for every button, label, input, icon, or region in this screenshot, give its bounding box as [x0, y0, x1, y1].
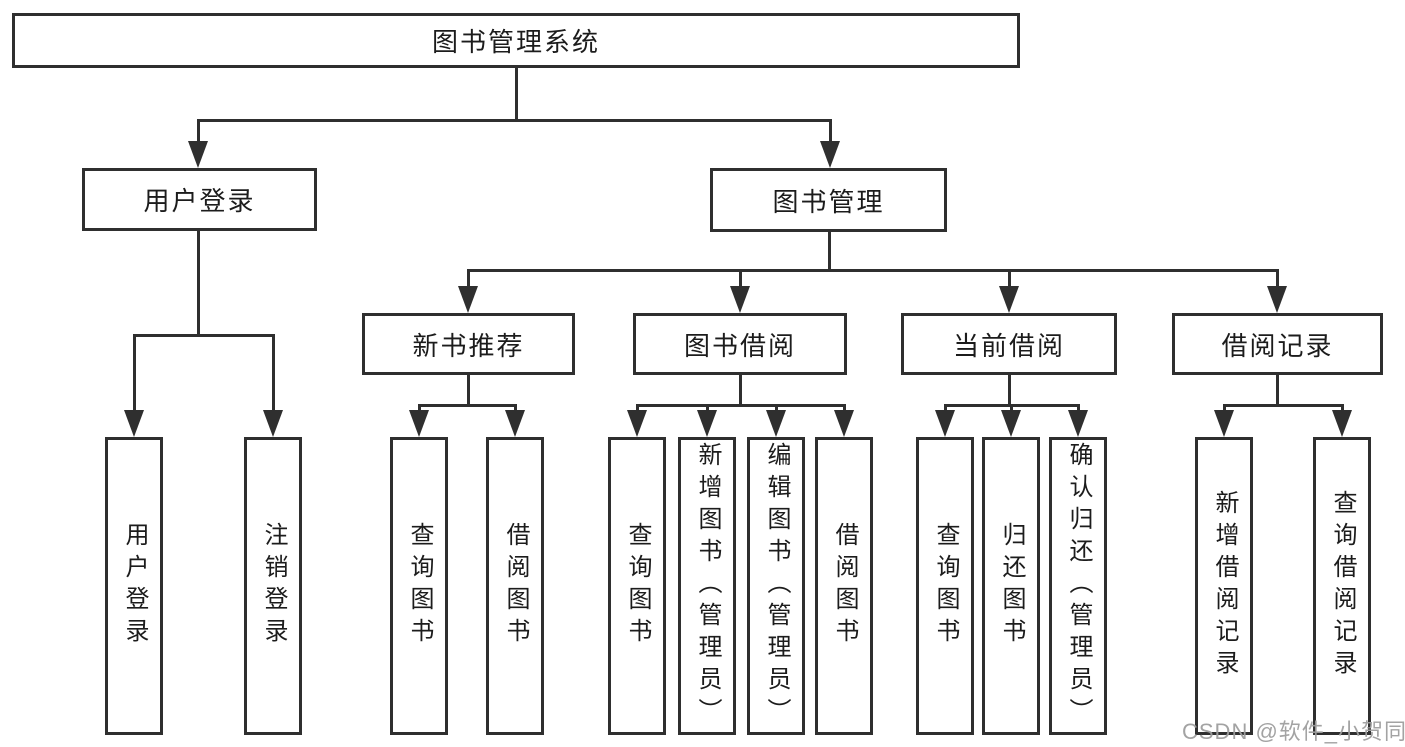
arrow-down-icon — [627, 410, 647, 437]
node-current-borrowing: 当前借阅 — [901, 313, 1117, 375]
connector-line — [944, 404, 947, 414]
node-leaf-confirm-return-admin: 确认归还（管理员） — [1049, 437, 1107, 735]
arrow-down-icon — [1332, 410, 1352, 437]
connector-line — [739, 269, 742, 289]
arrow-down-icon — [409, 410, 429, 437]
connector-line — [636, 404, 639, 414]
node-book-borrowing: 图书借阅 — [633, 313, 847, 375]
connector-line — [1223, 404, 1344, 407]
node-borrow-records-label: 借阅记录 — [1221, 330, 1334, 361]
arrow-down-icon — [766, 410, 786, 437]
connector-line — [1008, 374, 1011, 407]
node-leaf-add-book-admin-label: 新增图书（管理员） — [694, 442, 721, 730]
connector-line — [467, 269, 470, 289]
connector-line — [1077, 404, 1080, 414]
connector-line — [514, 404, 517, 414]
node-leaf-logout-label: 注销登录 — [260, 522, 287, 650]
node-borrow-records: 借阅记录 — [1172, 313, 1383, 375]
arrow-down-icon — [505, 410, 525, 437]
node-leaf-edit-book-admin-label: 编辑图书（管理员） — [763, 442, 790, 730]
connector-line — [636, 404, 846, 407]
arrow-down-icon — [263, 410, 283, 437]
node-book-management: 图书管理 — [710, 168, 947, 232]
node-library-system-label: 图书管理系统 — [431, 27, 600, 57]
node-leaf-borrow-books-recommend: 借阅图书 — [486, 437, 544, 735]
node-leaf-logout: 注销登录 — [244, 437, 302, 735]
connector-line — [829, 119, 832, 145]
arrow-down-icon — [697, 410, 717, 437]
arrow-down-icon — [1001, 410, 1021, 437]
arrow-down-icon — [834, 410, 854, 437]
connector-line — [1276, 374, 1279, 407]
arrow-down-icon — [458, 286, 478, 313]
connector-line — [1341, 404, 1344, 414]
node-leaf-query-books-current-label: 查询图书 — [932, 522, 959, 650]
connector-line — [197, 119, 832, 122]
connector-line — [133, 334, 136, 413]
node-book-borrowing-label: 图书借阅 — [683, 330, 796, 361]
node-leaf-query-books-recommend: 查询图书 — [390, 437, 448, 735]
node-leaf-borrow-books-recommend-label: 借阅图书 — [502, 522, 529, 650]
node-user-login-label: 用户登录 — [143, 186, 256, 216]
node-leaf-borrow-books-borrowing-label: 借阅图书 — [831, 522, 858, 650]
arrow-down-icon — [820, 141, 840, 168]
connector-line — [706, 404, 709, 414]
arrow-down-icon — [935, 410, 955, 437]
node-leaf-query-books-recommend-label: 查询图书 — [406, 522, 433, 650]
connector-line — [133, 334, 275, 337]
connector-line — [1276, 269, 1279, 289]
connector-line — [467, 374, 470, 407]
node-leaf-return-books: 归还图书 — [982, 437, 1040, 735]
arrow-down-icon — [999, 286, 1019, 313]
node-leaf-borrow-books-borrowing: 借阅图书 — [815, 437, 873, 735]
connector-line — [197, 229, 200, 337]
node-user-login: 用户登录 — [82, 168, 317, 231]
connector-line — [828, 232, 831, 272]
connector-line — [775, 404, 778, 414]
node-leaf-query-books-current: 查询图书 — [916, 437, 974, 735]
node-leaf-user-login-label: 用户登录 — [121, 522, 148, 650]
arrow-down-icon — [124, 410, 144, 437]
node-leaf-query-borrow-record-label: 查询借阅记录 — [1329, 490, 1356, 682]
arrow-down-icon — [188, 141, 208, 168]
connector-line — [843, 404, 846, 414]
connector-line — [418, 404, 517, 407]
connector-line — [272, 334, 275, 413]
arrow-down-icon — [1267, 286, 1287, 313]
node-leaf-edit-book-admin: 编辑图书（管理员） — [747, 437, 805, 735]
connector-line — [515, 68, 518, 121]
arrow-down-icon — [730, 286, 750, 313]
node-leaf-query-borrow-record: 查询借阅记录 — [1313, 437, 1371, 735]
connector-line — [197, 119, 200, 145]
connector-line — [467, 269, 1279, 272]
node-leaf-add-borrow-record: 新增借阅记录 — [1195, 437, 1253, 735]
arrow-down-icon — [1068, 410, 1088, 437]
arrow-down-icon — [1214, 410, 1234, 437]
node-new-book-recommend-label: 新书推荐 — [412, 330, 525, 361]
connector-line — [418, 404, 421, 414]
connector-line — [1223, 404, 1226, 414]
watermark-text: CSDN @软件_小贺同学 — [1182, 719, 1405, 744]
node-new-book-recommend: 新书推荐 — [362, 313, 575, 375]
connector-line — [1008, 269, 1011, 289]
node-leaf-return-books-label: 归还图书 — [998, 522, 1025, 650]
node-leaf-confirm-return-admin-label: 确认归还（管理员） — [1065, 442, 1092, 730]
node-library-system: 图书管理系统 — [12, 13, 1020, 68]
node-current-borrowing-label: 当前借阅 — [952, 330, 1065, 361]
node-leaf-add-borrow-record-label: 新增借阅记录 — [1211, 490, 1238, 682]
connector-line — [739, 374, 742, 407]
node-leaf-add-book-admin: 新增图书（管理员） — [678, 437, 736, 735]
node-leaf-query-books-borrowing-label: 查询图书 — [624, 522, 651, 650]
node-leaf-query-books-borrowing: 查询图书 — [608, 437, 666, 735]
node-book-management-label: 图书管理 — [772, 186, 885, 217]
node-leaf-user-login: 用户登录 — [105, 437, 163, 735]
connector-line — [1010, 404, 1013, 414]
